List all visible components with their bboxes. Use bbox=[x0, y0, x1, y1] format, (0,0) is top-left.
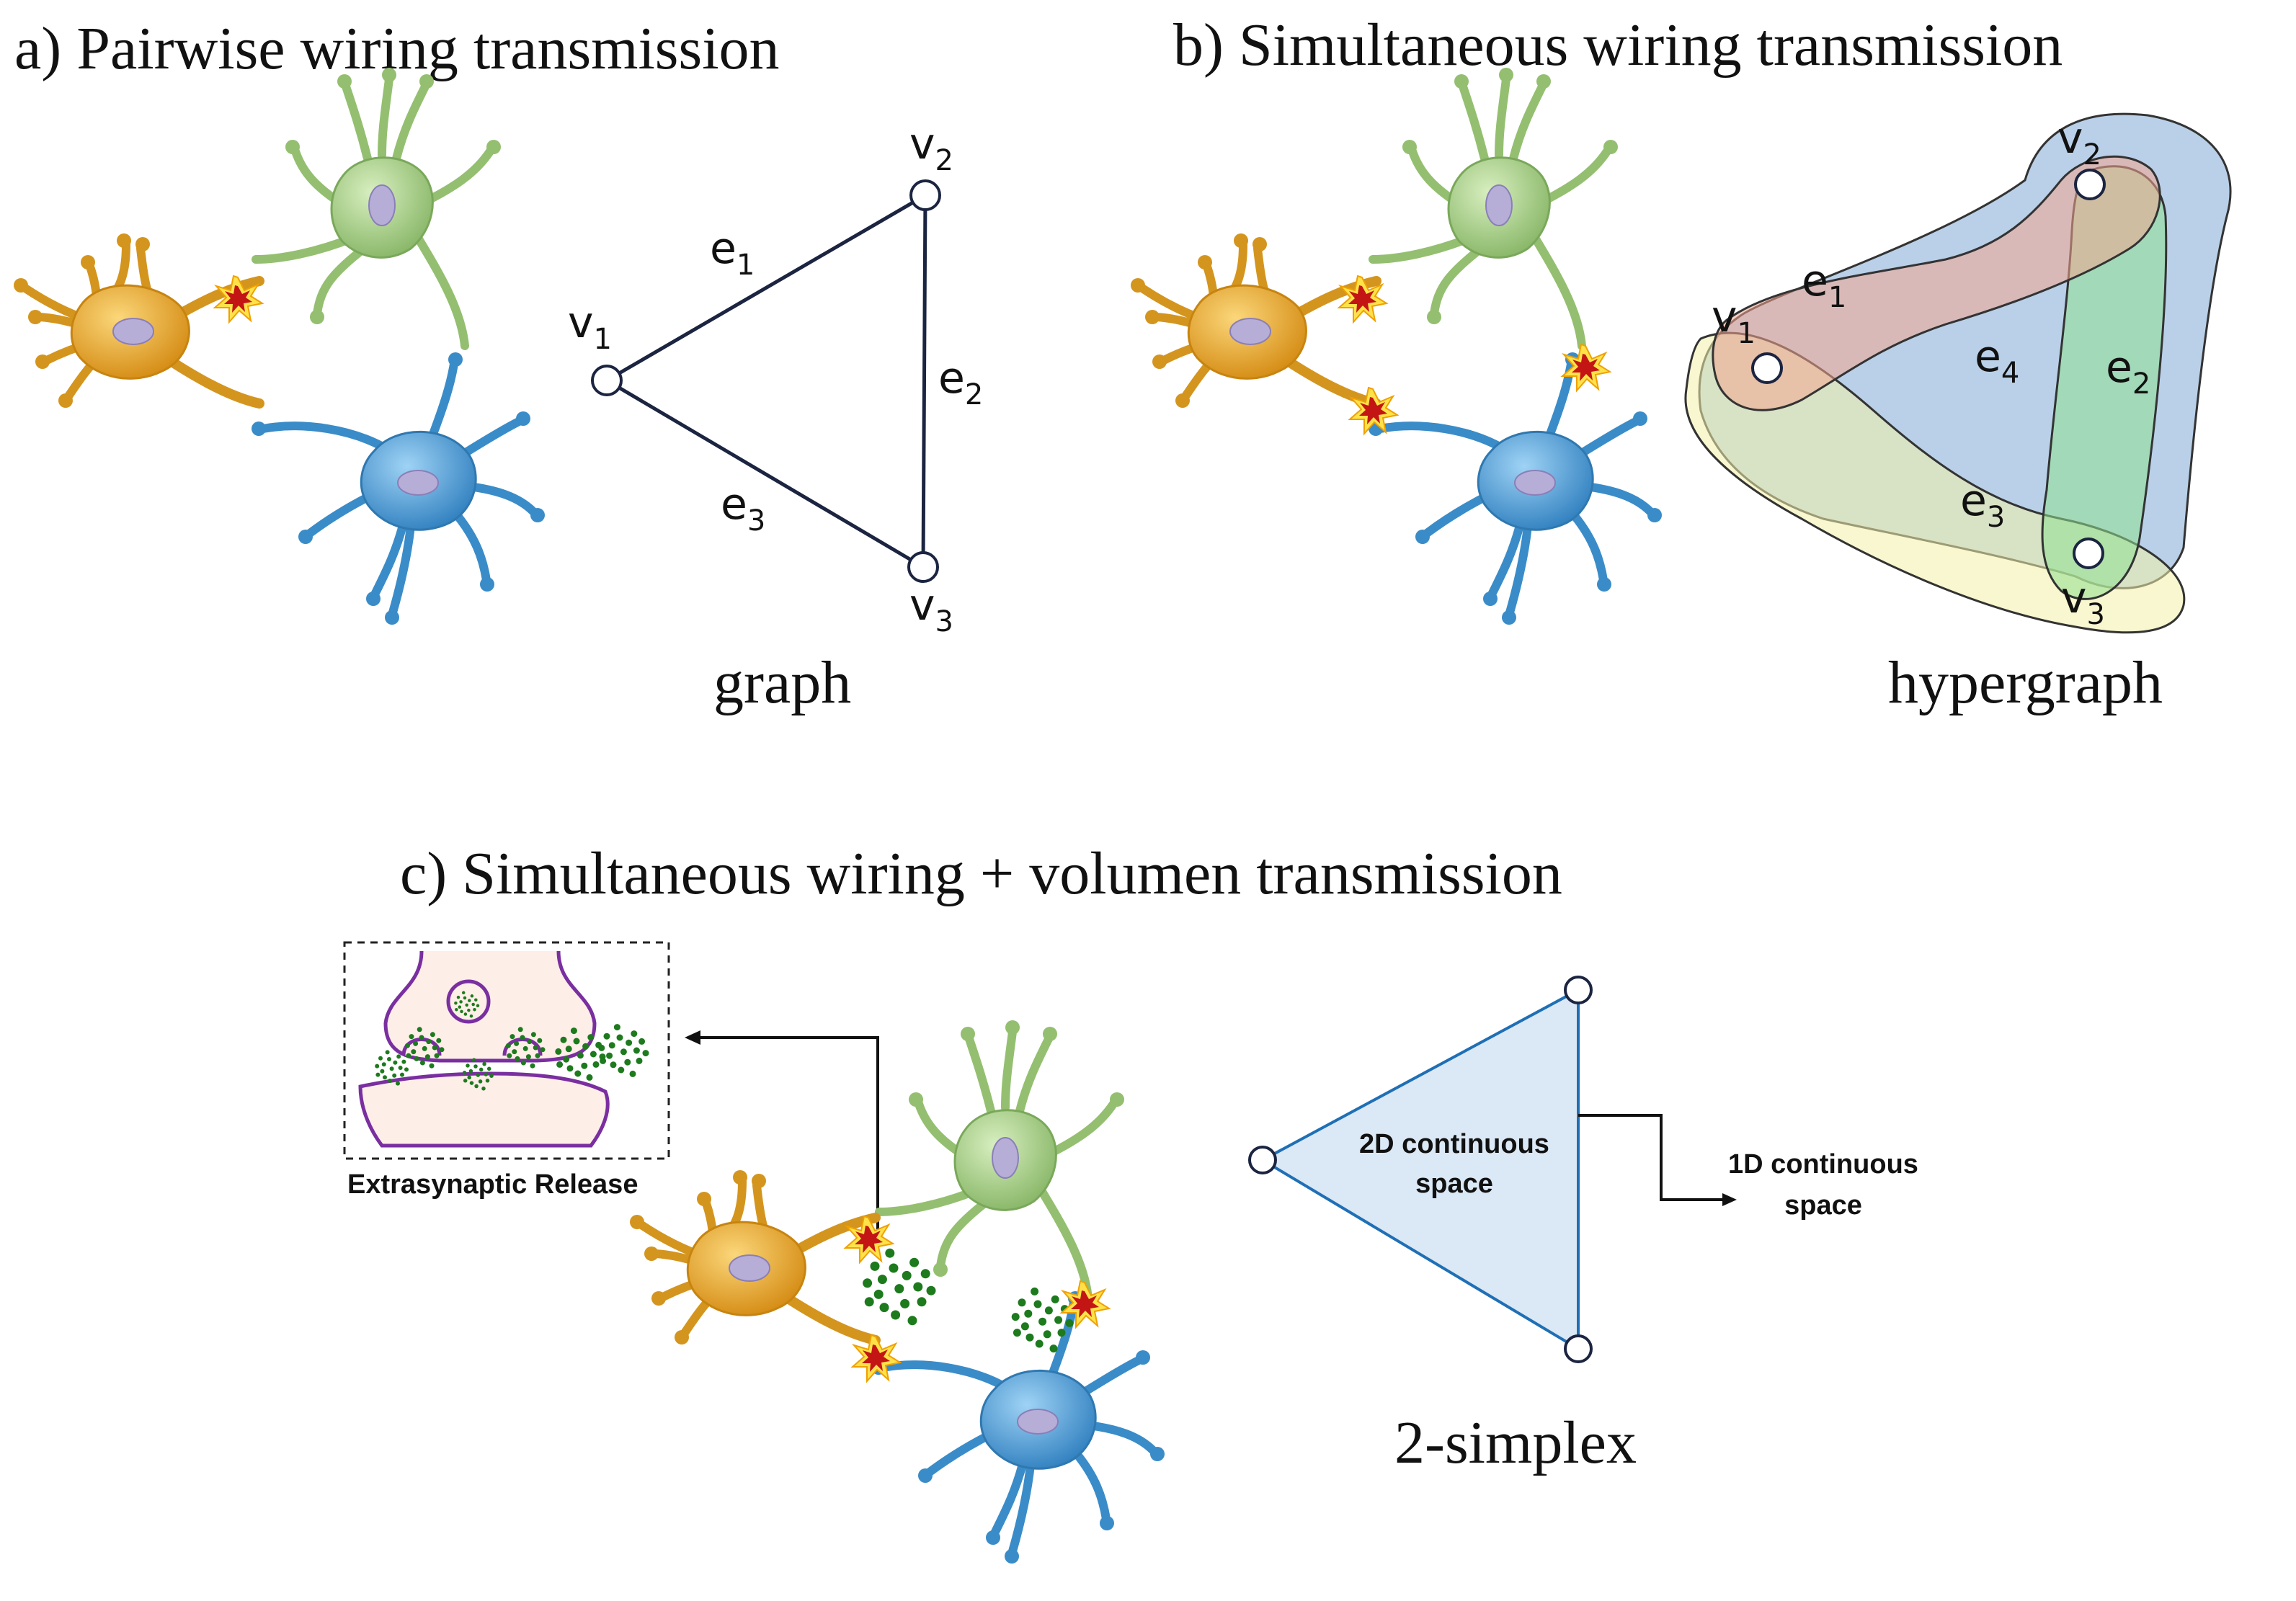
blue-neuron bbox=[252, 352, 545, 625]
graph-triangle: v1 v2 v3 e1 e2 e3 bbox=[568, 119, 983, 638]
orange-neuron bbox=[1131, 233, 1376, 408]
panel-a-caption: graph bbox=[713, 649, 851, 716]
green-neuron bbox=[879, 1020, 1124, 1298]
label-v1: v1 bbox=[568, 298, 612, 356]
panel-a-title: a) Pairwise wiring transmission bbox=[14, 15, 780, 82]
green-neuron bbox=[1373, 68, 1618, 346]
edge-label-line1: 1D continuous bbox=[1728, 1149, 1918, 1179]
label-v3: v3 bbox=[2061, 573, 2105, 631]
arrow-head bbox=[685, 1030, 700, 1045]
vertex-v3 bbox=[2073, 538, 2104, 569]
extrasynaptic-inset: Extrasynaptic Release bbox=[343, 941, 670, 1200]
label-e2: e2 bbox=[2106, 342, 2150, 401]
simplex: 2D continuous space 1D continuous space bbox=[1248, 976, 1918, 1363]
panel-a: a) Pairwise wiring transmission v1 v2 v3… bbox=[14, 15, 983, 716]
label-e3: e3 bbox=[1960, 476, 2005, 534]
blue-neuron bbox=[1369, 352, 1662, 625]
hyperedge-e1 bbox=[1712, 155, 2161, 411]
edge-e1 bbox=[605, 193, 927, 383]
neuron-cluster-a bbox=[14, 68, 545, 625]
edge-e3 bbox=[605, 378, 925, 569]
label-v1: v1 bbox=[1712, 292, 1756, 350]
arrow-head bbox=[1722, 1193, 1737, 1206]
vertex-v2 bbox=[909, 179, 941, 211]
simplex-vertex bbox=[1564, 976, 1593, 1004]
edge-e2 bbox=[921, 195, 927, 568]
simplex-vertex bbox=[1248, 1146, 1277, 1174]
panel-c-title: c) Simultaneous wiring + volumen transmi… bbox=[400, 840, 1562, 907]
edge-label-line2: space bbox=[1784, 1190, 1862, 1221]
panel-b-caption: hypergraph bbox=[1888, 649, 2163, 716]
vertex-v1 bbox=[1751, 352, 1783, 384]
panel-c-caption: 2-simplex bbox=[1394, 1409, 1637, 1476]
vertex-v3 bbox=[907, 551, 939, 583]
hypergraph: v1 v2 v3 e1 e2 e3 e4 bbox=[1684, 112, 2232, 634]
neurotransmitter-dots bbox=[863, 1248, 936, 1326]
label-e1: e1 bbox=[1802, 256, 1846, 314]
vertex-v1 bbox=[591, 365, 623, 396]
panel-b-title: b) Simultaneous wiring transmission bbox=[1173, 12, 2063, 79]
vertex-v2 bbox=[2074, 169, 2106, 200]
presynaptic-terminal bbox=[383, 950, 597, 1063]
panel-c: c) Simultaneous wiring + volumen transmi… bbox=[343, 840, 1918, 1564]
label-v2: v2 bbox=[2057, 113, 2101, 171]
label-e4: e4 bbox=[1975, 331, 2019, 390]
edge-pointer-line bbox=[1578, 1114, 1726, 1201]
label-e2: e2 bbox=[938, 353, 983, 411]
label-v2: v2 bbox=[909, 119, 953, 177]
orange-neuron bbox=[14, 233, 259, 408]
orange-neuron bbox=[630, 1170, 876, 1344]
label-v3: v3 bbox=[909, 580, 953, 638]
postsynaptic-membrane bbox=[358, 1071, 610, 1148]
neuron-cluster-b bbox=[1131, 68, 1662, 625]
simplex-vertex bbox=[1564, 1334, 1593, 1363]
label-e1: e1 bbox=[710, 223, 755, 282]
face-label-line1: 2D continuous bbox=[1359, 1129, 1549, 1159]
inset-label: Extrasynaptic Release bbox=[347, 1169, 638, 1200]
face-label-line2: space bbox=[1415, 1169, 1493, 1199]
neuron-cluster-c bbox=[630, 1020, 1165, 1564]
panel-b: b) Simultaneous wiring transmission v1 v… bbox=[1131, 12, 2232, 716]
green-neuron bbox=[256, 68, 501, 346]
inset-pointer-line bbox=[695, 1036, 879, 1239]
simplex-face bbox=[1259, 987, 1580, 1352]
label-e3: e3 bbox=[721, 479, 765, 538]
